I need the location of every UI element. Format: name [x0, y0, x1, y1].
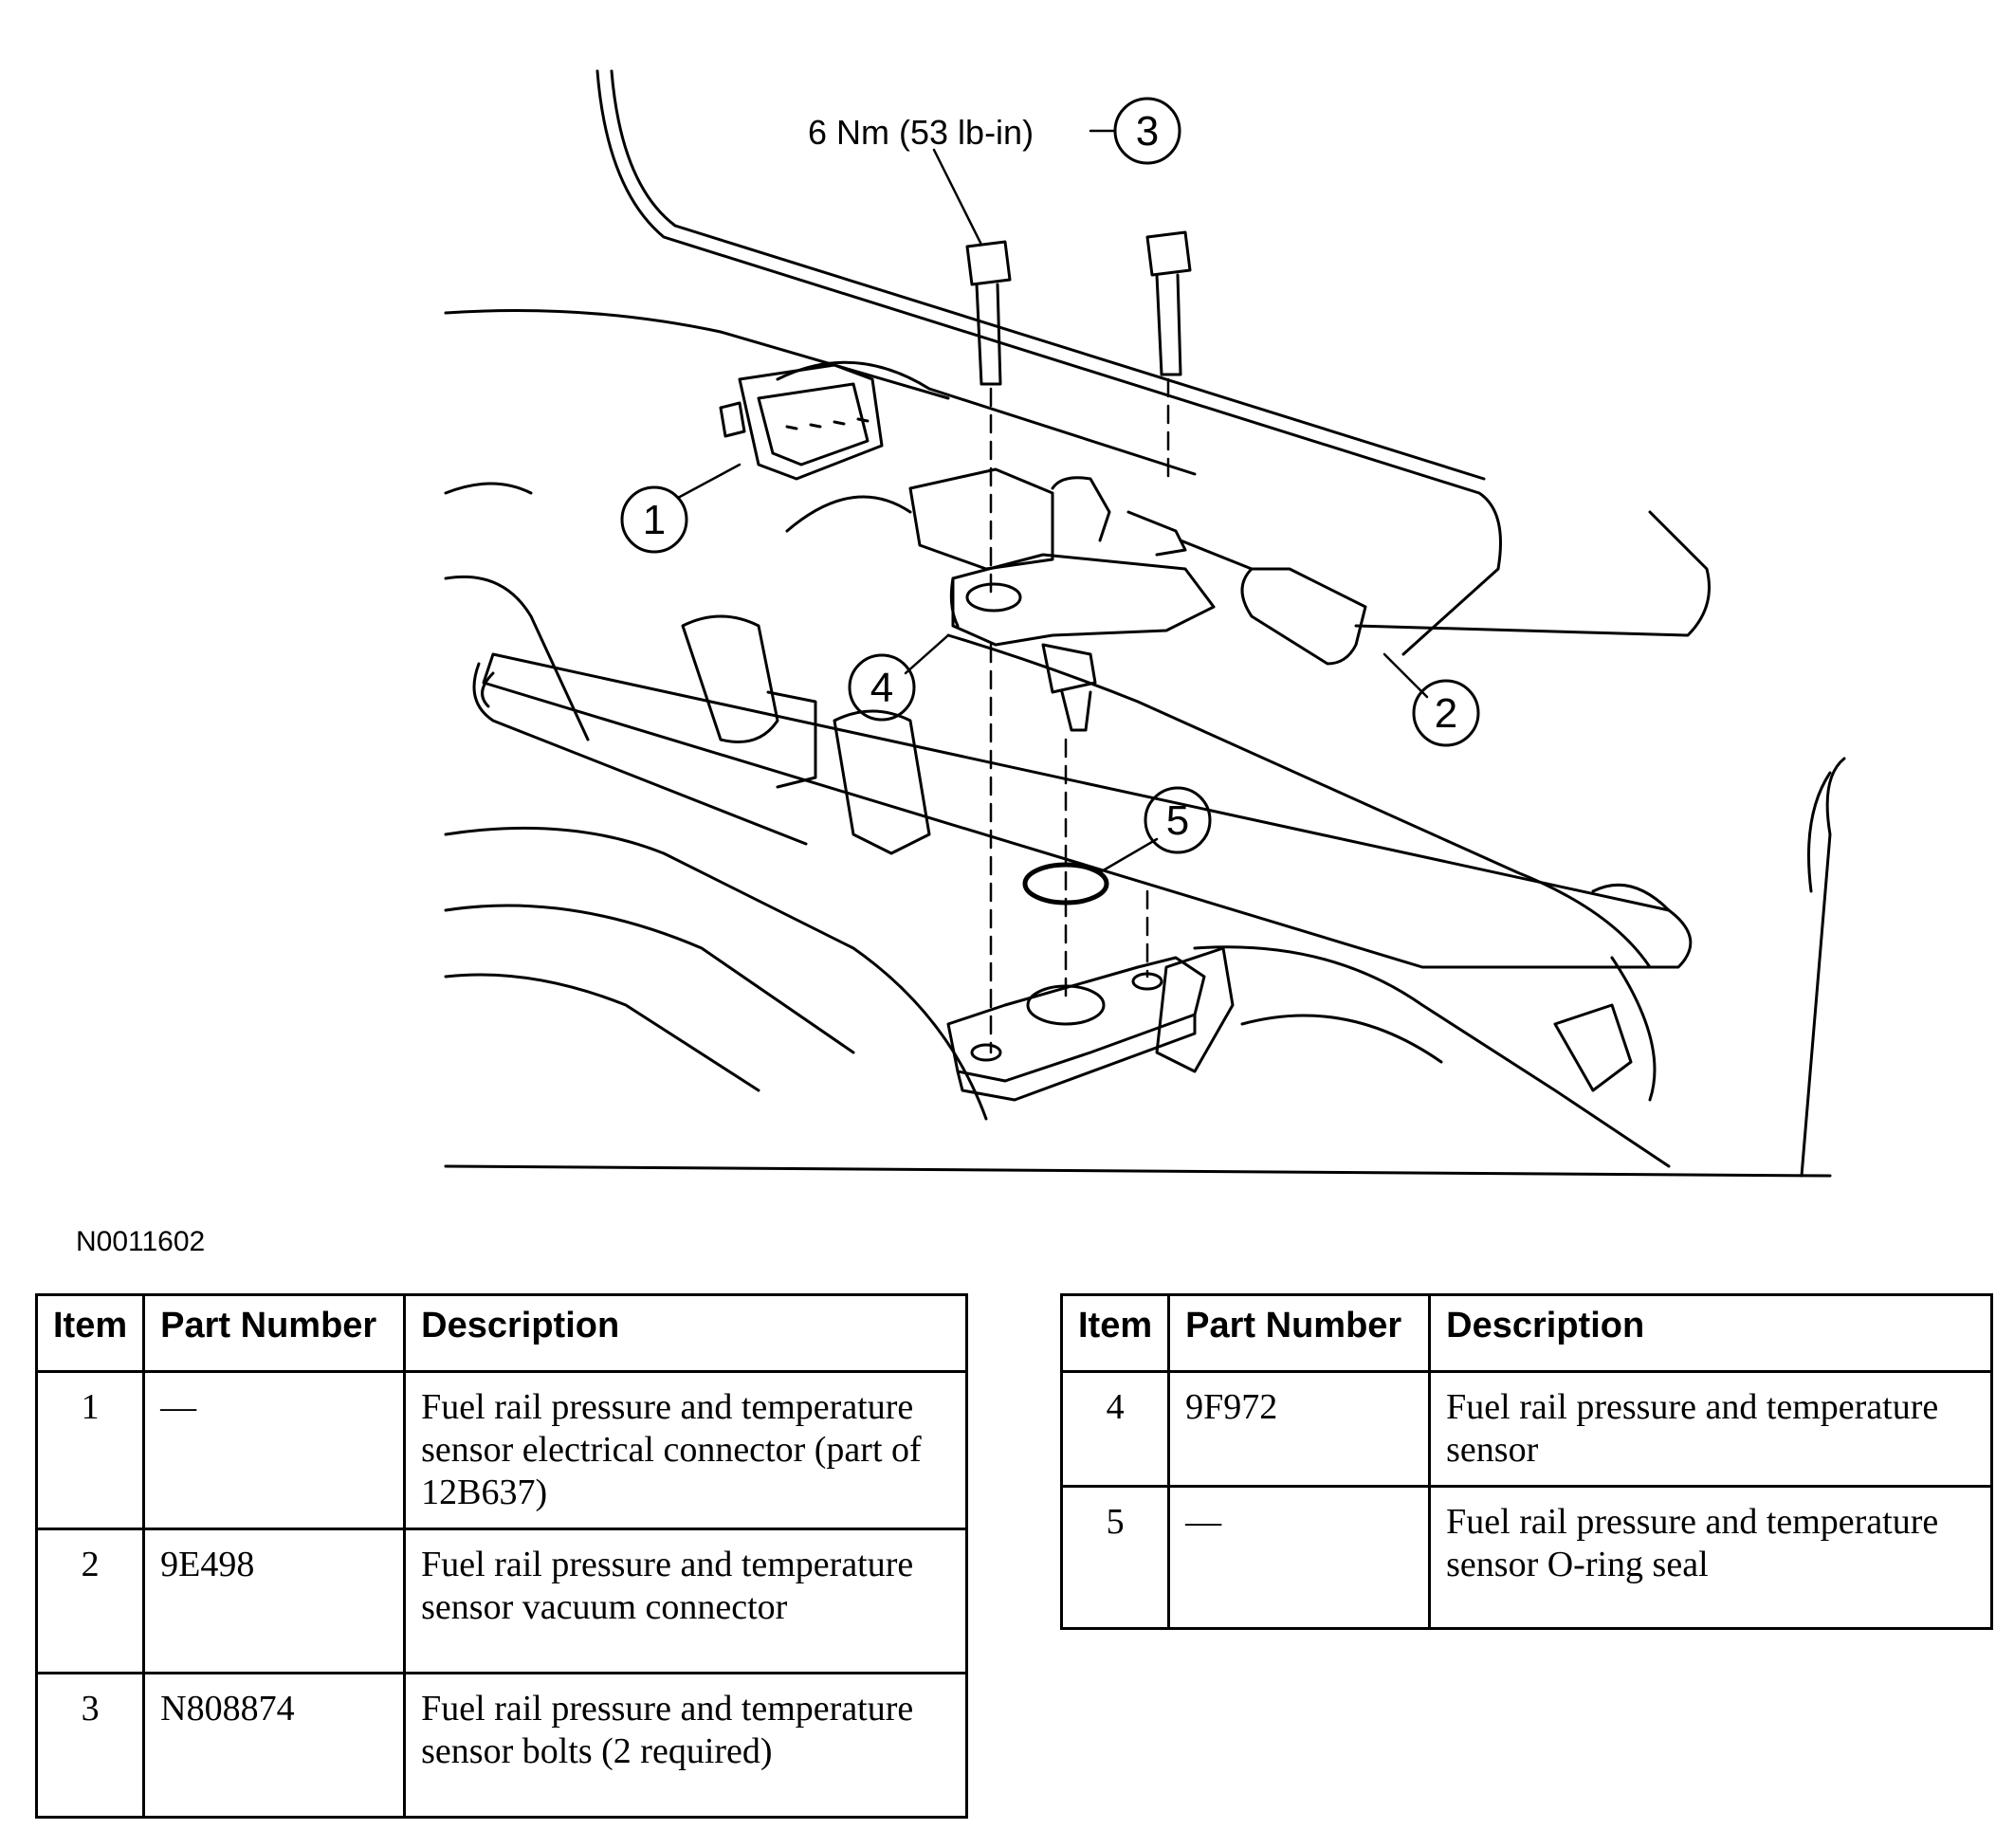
figure-id: N0011602: [76, 1226, 206, 1257]
alignment-lines: [989, 377, 1170, 1054]
cell-item: 3: [34, 1672, 146, 1819]
pressure-sensor: [908, 467, 1216, 732]
cell-description: Fuel rail pressure and temperature senso…: [1428, 1485, 1993, 1630]
leader-lines: [676, 129, 1429, 874]
callout-5: 5: [1166, 797, 1189, 844]
cell-part-number: —: [142, 1370, 407, 1530]
parts-table-left: Item Part Number Description 1 — Fuel ra…: [34, 1293, 968, 1819]
bolt-left: [965, 240, 1012, 386]
cell-description: Fuel rail pressure and temperature senso…: [403, 1672, 968, 1819]
table-header-row: Item Part Number Description: [1059, 1293, 1993, 1373]
cell-item: 4: [1059, 1370, 1171, 1488]
table-row: 3 N808874 Fuel rail pressure and tempera…: [34, 1672, 968, 1819]
table-row: 1 — Fuel rail pressure and temperature s…: [34, 1370, 968, 1530]
callout-circle-4: [848, 653, 916, 722]
parts-table-right: Item Part Number Description 4 9F972 Fue…: [1059, 1293, 1993, 1630]
callout-3: 3: [1136, 108, 1159, 155]
cell-description: Fuel rail pressure and temperature senso…: [403, 1528, 968, 1674]
header-part-number: Part Number: [142, 1293, 407, 1373]
cell-description: Fuel rail pressure and temperature senso…: [403, 1370, 968, 1530]
callout-2: 2: [1435, 690, 1457, 737]
table-row: 2 9E498 Fuel rail pressure and temperatu…: [34, 1528, 968, 1674]
header-item: Item: [34, 1293, 146, 1373]
cell-part-number: 9F972: [1167, 1370, 1432, 1488]
table-row: 5 — Fuel rail pressure and temperature s…: [1059, 1485, 1993, 1630]
cell-item: 5: [1059, 1485, 1171, 1630]
fuel-rail: [472, 652, 1693, 1102]
header-item: Item: [1059, 1293, 1171, 1373]
cell-part-number: N808874: [142, 1672, 407, 1819]
callout-4: 4: [870, 665, 893, 711]
header-description: Description: [1428, 1293, 1993, 1373]
bolt-right: [1145, 230, 1192, 376]
cell-item: 1: [34, 1370, 146, 1530]
exploded-diagram: 6 Nm (53 lb-in) 3 1 4 2 5: [444, 69, 1846, 1178]
electrical-connector: [719, 363, 884, 481]
cell-part-number: 9E498: [142, 1528, 407, 1674]
table-header-row: Item Part Number Description: [34, 1293, 968, 1373]
callout-circle-1: [620, 485, 688, 554]
header-part-number: Part Number: [1167, 1293, 1432, 1373]
callout-circle-3: [1113, 97, 1181, 165]
vacuum-hose: [1179, 510, 1711, 666]
cell-item: 2: [34, 1528, 146, 1674]
callout-circle-5: [1144, 786, 1212, 854]
engine-outline: [444, 69, 1846, 1178]
header-description: Description: [403, 1293, 968, 1373]
torque-spec-label: 6 Nm (53 lb-in): [808, 113, 1034, 152]
table-row: 4 9F972 Fuel rail pressure and temperatu…: [1059, 1370, 1993, 1488]
cell-part-number: —: [1167, 1485, 1432, 1630]
callout-circle-2: [1412, 679, 1480, 747]
cell-description: Fuel rail pressure and temperature senso…: [1428, 1370, 1993, 1488]
callout-1: 1: [643, 497, 666, 543]
injectors: [681, 614, 1633, 1092]
